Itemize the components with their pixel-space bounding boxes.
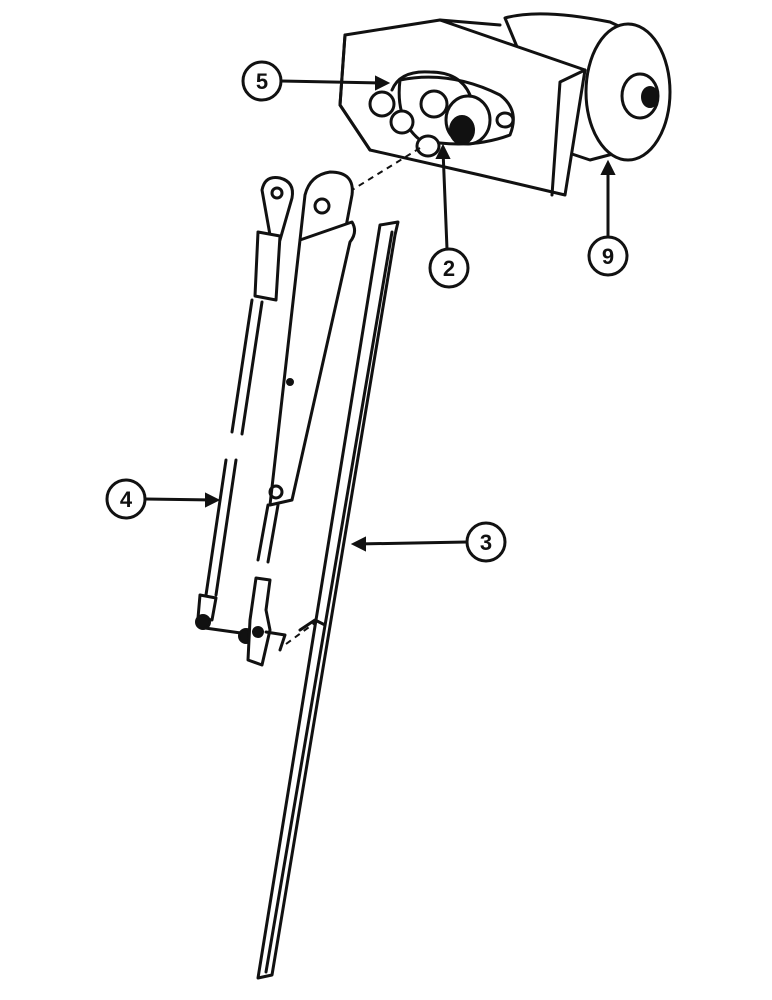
callout-5-label: 5 (256, 69, 268, 94)
callout-4-label: 4 (120, 487, 133, 512)
wiper-motor (338, 12, 672, 197)
callout-5: 5 (241, 60, 391, 102)
callout-2-label: 2 (443, 256, 455, 281)
wiper-linkage-rod (195, 176, 294, 644)
callout-4: 4 (105, 478, 221, 520)
wiper-arm (246, 170, 357, 667)
callout-9: 9 (587, 159, 629, 277)
callout-3-label: 3 (480, 530, 492, 555)
callout-2: 2 (428, 143, 470, 289)
callout-9-label: 9 (602, 244, 614, 269)
alignment-lines (285, 147, 421, 645)
callout-3: 3 (350, 521, 507, 563)
wiper-blade (256, 220, 400, 980)
